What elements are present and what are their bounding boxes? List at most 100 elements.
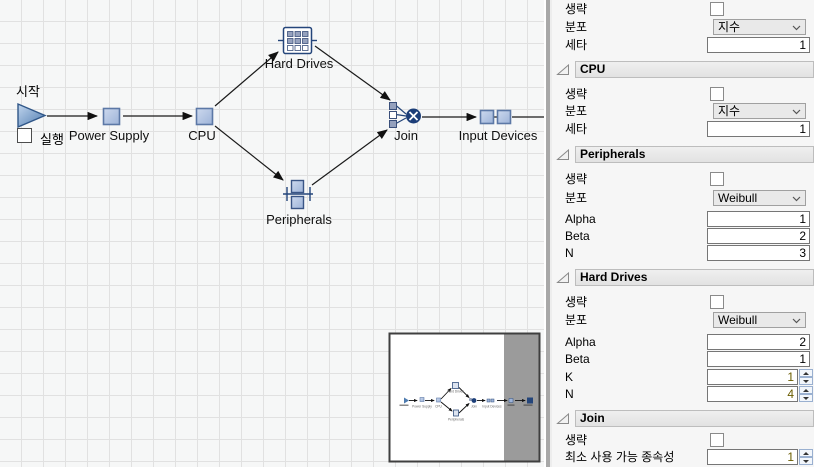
edge-harddrives-join[interactable] bbox=[314, 45, 391, 101]
n-spinner bbox=[799, 386, 813, 402]
section-header-peripherals[interactable]: Peripherals bbox=[552, 146, 814, 163]
property-row: 최소 사용 가능 종속성 1 bbox=[552, 449, 814, 466]
distribution-dropdown[interactable]: 지수 bbox=[713, 19, 806, 35]
overview-minimap[interactable]: Power Supply CPU Hard Drives Peripherals… bbox=[388, 332, 541, 463]
node-label-cpu[interactable]: CPU bbox=[188, 128, 216, 143]
node-cpu-icon[interactable] bbox=[195, 107, 214, 126]
property-row: 생략 bbox=[552, 86, 814, 103]
omit-checkbox[interactable] bbox=[710, 295, 724, 309]
beta-field[interactable]: 2 bbox=[707, 228, 810, 244]
property-label: 생략 bbox=[565, 87, 588, 101]
property-row: N 4 bbox=[552, 386, 814, 403]
property-row: N 3 bbox=[552, 245, 814, 262]
section-header-cpu[interactable]: CPU bbox=[552, 61, 814, 78]
svg-text:Input Devices: Input Devices bbox=[482, 405, 502, 409]
property-label: 생략 bbox=[565, 2, 588, 16]
property-label: 분포 bbox=[565, 20, 588, 34]
property-row: Alpha 2 bbox=[552, 334, 814, 351]
property-row: 생략 bbox=[552, 1, 814, 18]
spinner-down-button[interactable] bbox=[799, 457, 813, 465]
properties-panel: 생략 분포 지수 세타 1 CPU 생략 분포 bbox=[552, 0, 814, 467]
theta-field[interactable]: 1 bbox=[707, 37, 810, 53]
dropdown-value: Weibull bbox=[718, 313, 758, 327]
chevron-down-icon bbox=[792, 318, 801, 324]
omit-checkbox[interactable] bbox=[710, 433, 724, 447]
property-row: Alpha 1 bbox=[552, 211, 814, 228]
node-label-hard-drives[interactable]: Hard Drives bbox=[264, 56, 334, 71]
diagram-canvas[interactable]: Power Supply CPU Hard Drives Peripherals… bbox=[0, 0, 544, 467]
spinner-down-button[interactable] bbox=[799, 394, 813, 402]
property-row: K 1 bbox=[552, 369, 814, 386]
property-row: 세타 1 bbox=[552, 37, 814, 54]
min-available-dependencies-spinner bbox=[799, 449, 813, 465]
property-row: 분포 지수 bbox=[552, 19, 814, 36]
collapse-triangle-icon[interactable] bbox=[556, 149, 570, 161]
property-label: 최소 사용 가능 종속성 bbox=[565, 450, 675, 464]
property-label: 생략 bbox=[565, 295, 588, 309]
node-input-devices-icon[interactable] bbox=[479, 109, 512, 125]
chevron-down-icon bbox=[792, 109, 801, 115]
property-label: Alpha bbox=[565, 335, 596, 349]
beta-field[interactable]: 1 bbox=[707, 351, 810, 367]
n-field[interactable]: 3 bbox=[707, 245, 810, 261]
section-title: Hard Drives bbox=[580, 270, 648, 284]
chevron-down-icon bbox=[792, 196, 801, 202]
section-header-hard-drives[interactable]: Hard Drives bbox=[552, 269, 814, 286]
min-available-dependencies-field[interactable]: 1 bbox=[707, 449, 798, 465]
svg-text:Hard Drives: Hard Drives bbox=[447, 390, 464, 394]
splitter[interactable] bbox=[544, 0, 552, 467]
node-label-peripherals[interactable]: Peripherals bbox=[266, 212, 332, 227]
property-row: 분포 Weibull bbox=[552, 312, 814, 329]
minimap-labels: Power Supply CPU Hard Drives Peripherals… bbox=[412, 390, 502, 422]
edge-peripherals-join[interactable] bbox=[311, 129, 388, 186]
node-hard-drives-icon[interactable] bbox=[278, 26, 317, 55]
node-peripherals-icon[interactable] bbox=[283, 179, 313, 210]
spinner-up-button[interactable] bbox=[799, 369, 813, 377]
property-row: 분포 Weibull bbox=[552, 190, 814, 207]
collapse-triangle-icon[interactable] bbox=[556, 64, 570, 76]
property-label: Beta bbox=[565, 352, 590, 366]
omit-checkbox[interactable] bbox=[710, 172, 724, 186]
section-header-join[interactable]: Join bbox=[552, 410, 814, 427]
property-row: 분포 지수 bbox=[552, 103, 814, 120]
start-node-icon[interactable] bbox=[17, 102, 47, 129]
node-label-join[interactable]: Join bbox=[394, 128, 418, 143]
node-label-power-supply[interactable]: Power Supply bbox=[68, 128, 150, 143]
run-checkbox[interactable] bbox=[17, 128, 32, 143]
spinner-down-button[interactable] bbox=[799, 377, 813, 385]
alpha-field[interactable]: 1 bbox=[707, 211, 810, 227]
distribution-dropdown[interactable]: 지수 bbox=[713, 103, 806, 119]
edges[interactable] bbox=[47, 45, 544, 186]
omit-checkbox[interactable] bbox=[710, 87, 724, 101]
edge-cpu-harddrives[interactable] bbox=[214, 51, 279, 107]
spinner-up-button[interactable] bbox=[799, 449, 813, 457]
property-label: 분포 bbox=[565, 104, 588, 118]
start-title: 시작 bbox=[16, 84, 40, 99]
edge-cpu-peripherals[interactable] bbox=[214, 125, 284, 181]
n-field[interactable]: 4 bbox=[707, 386, 798, 402]
property-label: 분포 bbox=[565, 313, 588, 327]
property-row: 세타 1 bbox=[552, 121, 814, 138]
node-label-input-devices[interactable]: Input Devices bbox=[458, 128, 538, 143]
node-join-icon[interactable] bbox=[389, 102, 422, 128]
collapse-triangle-icon[interactable] bbox=[556, 272, 570, 284]
svg-text:Join: Join bbox=[471, 405, 477, 409]
distribution-dropdown[interactable]: Weibull bbox=[713, 312, 806, 328]
distribution-dropdown[interactable]: Weibull bbox=[713, 190, 806, 206]
omit-checkbox[interactable] bbox=[710, 2, 724, 16]
alpha-field[interactable]: 2 bbox=[707, 334, 810, 350]
property-label: 생략 bbox=[565, 433, 588, 447]
node-power-supply-icon[interactable] bbox=[102, 107, 121, 126]
spinner-up-button[interactable] bbox=[799, 386, 813, 394]
minimap-offscreen-region bbox=[504, 334, 539, 461]
theta-field[interactable]: 1 bbox=[707, 121, 810, 137]
property-label: Beta bbox=[565, 229, 590, 243]
property-row: 생략 bbox=[552, 432, 814, 449]
property-label: 세타 bbox=[565, 122, 588, 136]
run-checkbox-label: 실행 bbox=[40, 132, 64, 147]
property-label: 분포 bbox=[565, 191, 588, 205]
dropdown-value: Weibull bbox=[718, 191, 758, 205]
svg-text:CPU: CPU bbox=[435, 405, 442, 409]
k-field[interactable]: 1 bbox=[707, 369, 798, 385]
collapse-triangle-icon[interactable] bbox=[556, 413, 570, 425]
